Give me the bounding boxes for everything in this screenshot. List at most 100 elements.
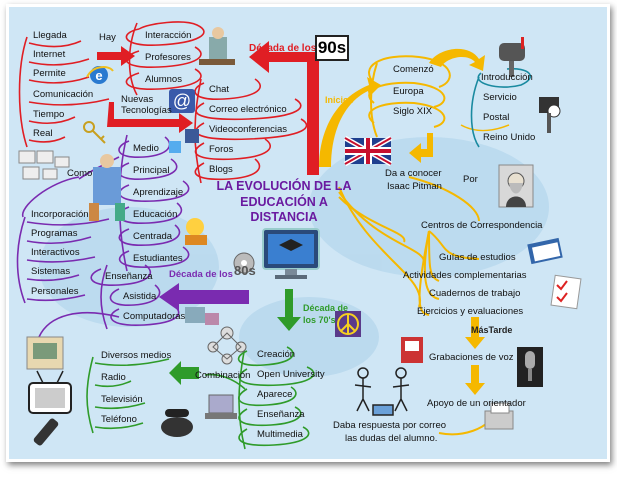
purple-brace xyxy=(100,264,108,330)
red-arrow-hay xyxy=(97,46,135,66)
purple-underline xyxy=(26,256,96,263)
decade-90s-number: 90s xyxy=(315,35,349,61)
node-radio: Radio xyxy=(101,372,126,383)
mas-tarde-label: MásTarde xyxy=(471,325,513,335)
node-actividades: Actividades complementarias xyxy=(403,270,527,281)
node-telefono: Teléfono xyxy=(101,414,137,425)
node-estudiantes: Estudiantes xyxy=(133,253,183,264)
node-siglo-xix: Siglo XIX xyxy=(393,106,433,117)
node-educacion: Educación xyxy=(133,209,178,220)
green-arrow-70s xyxy=(277,289,301,331)
node-ejercicios: Ejercicios y evaluaciones xyxy=(417,306,524,317)
orange-arrow-top xyxy=(429,48,485,71)
node-programas: Programas xyxy=(31,228,78,239)
node-tecnologias: Tecnologías xyxy=(121,105,172,116)
node-interactivos: Interactivos xyxy=(31,247,80,258)
node-ensenanza-70s: Enseñanza xyxy=(257,409,305,420)
node-apoyo: Apoyo de un orientador xyxy=(427,398,526,409)
node-foros: Foros xyxy=(209,144,234,155)
at-sign-icon: @ xyxy=(169,89,195,113)
orange-arrow-pitman xyxy=(409,133,433,163)
svg-text:@: @ xyxy=(173,91,191,111)
uk-flag-icon xyxy=(343,135,393,167)
node-nuevas: Nuevas xyxy=(121,94,154,105)
teacher-figure-icon xyxy=(199,27,235,65)
por-label: Por xyxy=(463,174,478,185)
node-aprendizaje: Aprendizaje xyxy=(133,187,184,198)
node-tiempo: Tiempo xyxy=(33,109,65,120)
peace-sign-icon xyxy=(335,311,361,337)
node-comenzo: Comenzó xyxy=(393,64,434,75)
purple-underline xyxy=(26,236,92,245)
purple-underline xyxy=(26,294,86,302)
mailbox-icon xyxy=(499,37,525,77)
mind-map-canvas: @ e xyxy=(6,4,610,462)
red-underline xyxy=(28,40,82,48)
purple-curve-como xyxy=(22,176,80,218)
red-arrow-tec xyxy=(107,102,193,133)
orientador-figures-icon xyxy=(354,367,410,416)
node-grabaciones: Grabaciones de voz xyxy=(429,352,514,363)
orange-oval xyxy=(368,55,451,88)
node-introduccion: Introducción xyxy=(481,72,533,83)
red-underline xyxy=(28,136,66,143)
television-icon xyxy=(28,370,72,414)
node-videoconferencias: Videoconferencias xyxy=(209,124,287,135)
node-principal: Principal xyxy=(133,165,170,176)
orange-oval xyxy=(368,101,446,128)
node-incorporacion: Incorporación xyxy=(31,209,89,220)
green-bracket xyxy=(86,356,94,434)
node-asistida: Asistida xyxy=(123,291,157,302)
node-alumnos: Alumnos xyxy=(145,74,182,85)
title-line-1: LA EVOLUCIÓN DE LA xyxy=(216,179,352,193)
social-cube-icon xyxy=(169,129,199,153)
node-internet: Internet xyxy=(33,49,66,60)
red-bracket xyxy=(18,36,28,148)
node-multimedia: Multimedia xyxy=(257,429,303,440)
purple-oval xyxy=(118,224,181,246)
green-underline xyxy=(94,358,170,367)
purple-underline xyxy=(26,218,110,226)
node-ensenanza-80s: Enseñanza xyxy=(105,271,153,282)
red-oval xyxy=(125,68,202,90)
green-oval xyxy=(237,346,294,367)
node-postal: Postal xyxy=(483,112,510,123)
node-personales: Personales xyxy=(31,286,79,297)
node-television: Televisión xyxy=(101,394,143,405)
node-diversos-medios: Diversos medios xyxy=(101,350,172,361)
checklist-icon xyxy=(550,274,582,310)
node-europa: Europa xyxy=(393,86,424,97)
node-centrada: Centrada xyxy=(133,231,173,242)
documents-icon xyxy=(484,402,514,430)
devices-grid-icon xyxy=(18,150,70,180)
green-underline xyxy=(94,380,132,388)
green-underline xyxy=(94,422,144,430)
purple-curve-back xyxy=(38,311,120,338)
orange-curve xyxy=(338,196,406,243)
teal-oval xyxy=(477,67,532,88)
node-creacion: Creación xyxy=(257,349,296,360)
orange-brace xyxy=(370,62,378,138)
internet-explorer-icon: e xyxy=(86,66,114,84)
red-underline xyxy=(28,98,110,106)
green-brace xyxy=(238,346,246,450)
keys-figure-icon xyxy=(83,121,106,144)
orange-arrow-down2 xyxy=(465,365,485,395)
student-with-books-icon xyxy=(89,154,125,221)
orange-arrow-down1 xyxy=(465,317,485,349)
node-permite: Permite xyxy=(33,68,66,79)
main-title: LA EVOLUCIÓN DE LA EDUCACIÓN A DISTANCIA xyxy=(209,179,359,226)
node-hay: Hay xyxy=(99,32,116,43)
title-line-2: EDUCACIÓN A DISTANCIA xyxy=(240,194,328,225)
node-isaac-pitman: Isaac Pitman xyxy=(387,181,442,192)
node-open-university: Open University xyxy=(257,369,325,380)
node-aparece: Aparece xyxy=(257,389,293,400)
node-daba-respuesta-1: Daba respuesta por correo xyxy=(333,420,447,431)
node-medio: Medio xyxy=(133,143,159,154)
node-chat: Chat xyxy=(209,84,230,95)
node-interaccion: Interacción xyxy=(145,30,192,41)
node-combinacion: Combinación xyxy=(195,370,251,381)
reading-figure-icon xyxy=(185,218,207,245)
node-real: Real xyxy=(33,128,53,139)
red-underline xyxy=(28,116,76,125)
